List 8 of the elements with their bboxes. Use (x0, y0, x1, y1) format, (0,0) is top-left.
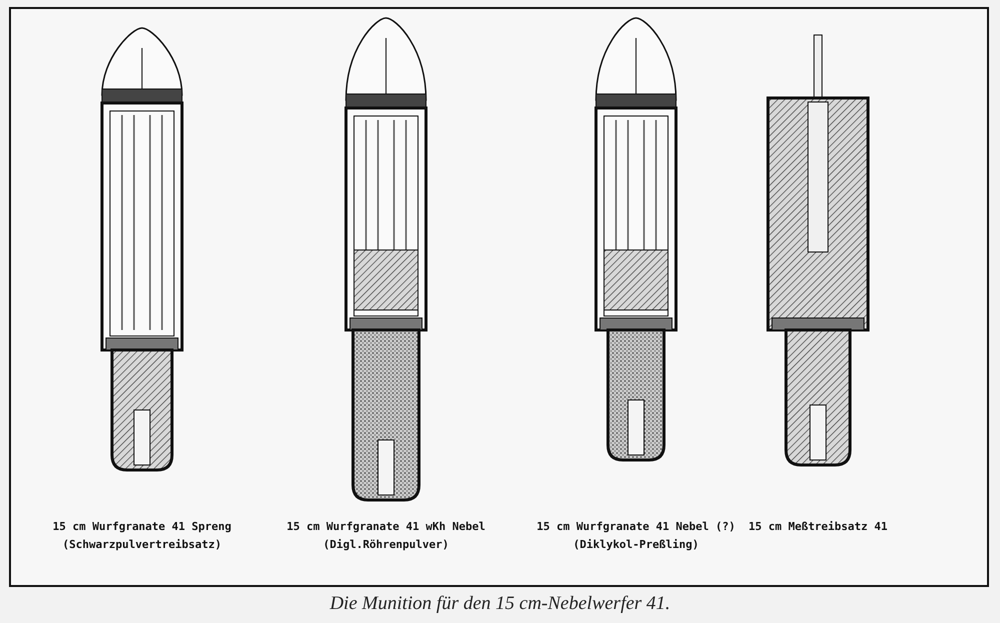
drawing-subtitle: (Schwarzpulvertreibsatz) (62, 538, 222, 551)
caption: Die Munition für den 15 cm-Nebelwerfer 41. (328, 593, 672, 615)
drawing-title: 15 cm Wurfgranate 41 Spreng (52, 520, 232, 533)
drawing-title: 15 cm Meßtreibsatz 41 (748, 520, 888, 533)
drawing-title: 15 cm Wurfgranate 41 Nebel (?) (536, 520, 736, 533)
drawing-subtitle: (Diklykol-Preßling) (573, 538, 699, 551)
drawing-title: 15 cm Wurfgranate 41 wKh Nebel (286, 520, 486, 533)
drawing-subtitle: (Digl.Röhrenpulver) (323, 538, 449, 551)
